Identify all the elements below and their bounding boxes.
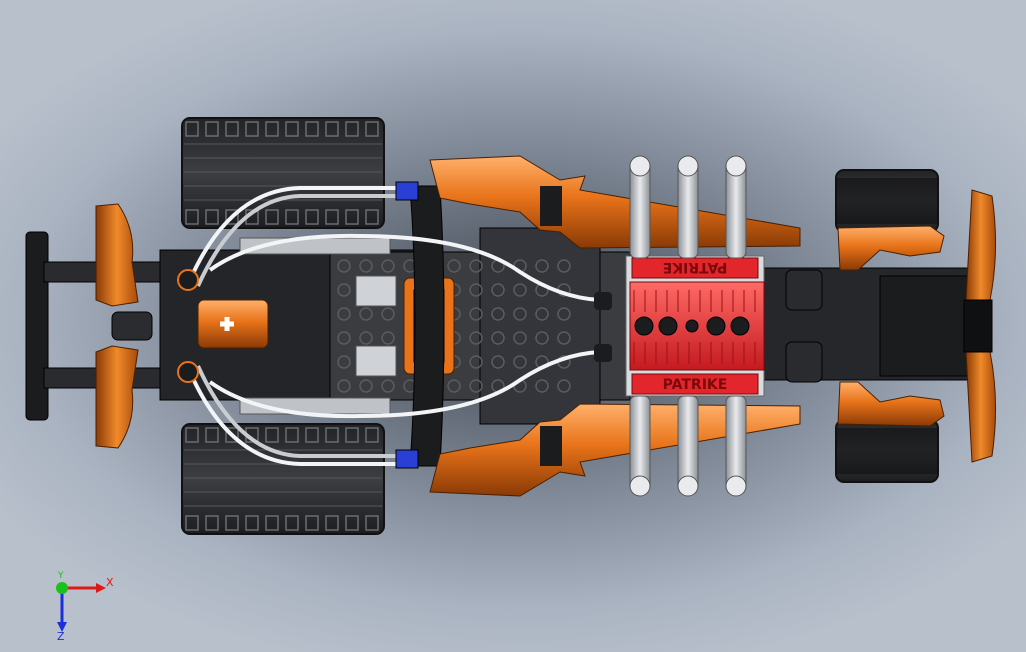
rear-wing [25, 203, 165, 449]
hose-connectors [177, 181, 612, 469]
triad-z-label: Z [57, 630, 65, 640]
exhaust-pipes [629, 155, 747, 497]
engine-label-bottom: PATRIKE [663, 377, 728, 393]
pneumatic-hoses [188, 186, 601, 466]
front-right-tire [835, 419, 939, 483]
steering-links [785, 269, 823, 383]
rear-right-tire [181, 423, 385, 535]
front-fenders [837, 189, 997, 463]
side-rails [409, 185, 445, 467]
engine-label-top: PATRIKE [663, 259, 728, 275]
engine-block: PATRIKE PATRIKE [625, 255, 765, 397]
triad-x-label: X [106, 576, 114, 589]
coordinate-triad: X Y Z [56, 571, 114, 640]
triad-y-label: Y [57, 571, 64, 581]
rear-left-tire [181, 117, 385, 229]
front-left-tire [835, 169, 939, 233]
